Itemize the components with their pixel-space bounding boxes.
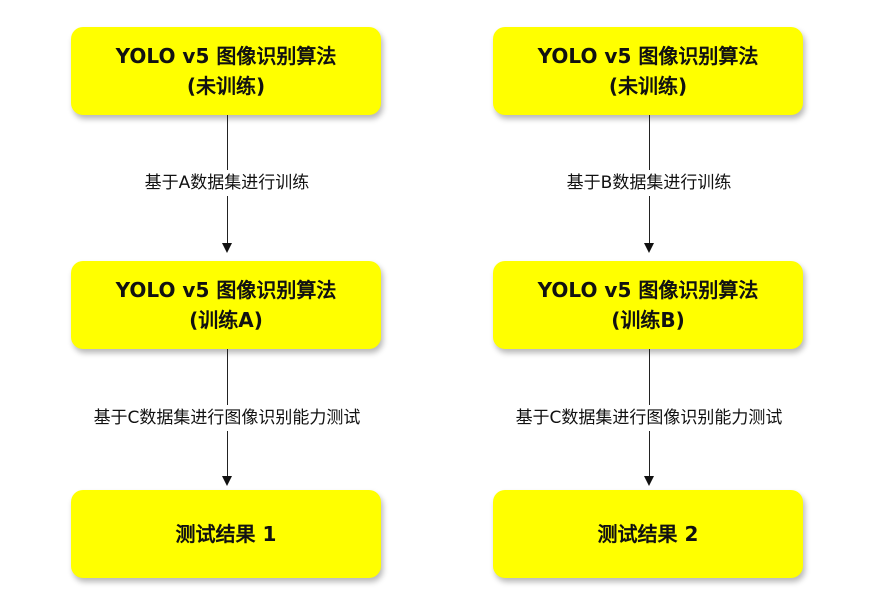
node-trained-a: YOLO v5 图像识别算法 (训练A) <box>71 261 381 349</box>
node-result-2: 测试结果 2 <box>493 490 803 578</box>
node-title: YOLO v5 图像识别算法 <box>115 278 337 302</box>
node-title: YOLO v5 图像识别算法 <box>115 44 337 68</box>
node-title: YOLO v5 图像识别算法 <box>537 44 759 68</box>
node-title: 测试结果 1 <box>175 522 277 546</box>
node-subtitle: (训练B) <box>611 308 685 332</box>
node-untrained-left: YOLO v5 图像识别算法 (未训练) <box>71 27 381 115</box>
edge-label-test-c-right: 基于C数据集进行图像识别能力测试 <box>512 405 786 431</box>
arrowhead-left-2 <box>222 476 232 486</box>
node-title: YOLO v5 图像识别算法 <box>537 278 759 302</box>
node-result-1: 测试结果 1 <box>71 490 381 578</box>
arrowhead-right-2 <box>644 476 654 486</box>
arrowhead-left-1 <box>222 243 232 253</box>
node-untrained-right: YOLO v5 图像识别算法 (未训练) <box>493 27 803 115</box>
arrowhead-right-1 <box>644 243 654 253</box>
node-trained-b: YOLO v5 图像识别算法 (训练B) <box>493 261 803 349</box>
edge-label-train-a: 基于A数据集进行训练 <box>141 170 313 196</box>
node-subtitle: (未训练) <box>186 74 266 98</box>
edge-label-test-c-left: 基于C数据集进行图像识别能力测试 <box>90 405 364 431</box>
node-subtitle: (未训练) <box>608 74 688 98</box>
node-subtitle: (训练A) <box>189 308 263 332</box>
node-title: 测试结果 2 <box>597 522 699 546</box>
edge-label-train-b: 基于B数据集进行训练 <box>563 170 735 196</box>
